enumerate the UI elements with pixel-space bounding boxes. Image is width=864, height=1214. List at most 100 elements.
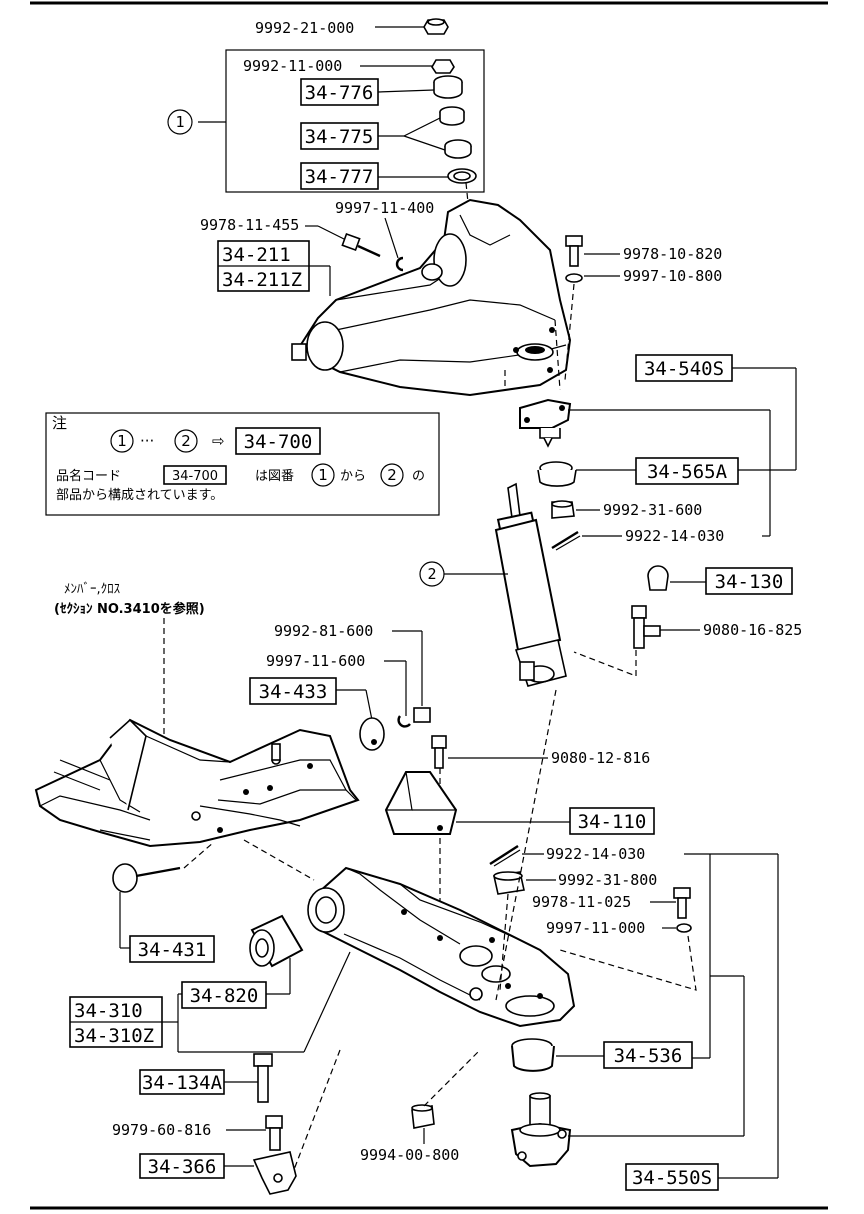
boot-536-part [511,1038,555,1072]
bolt-431-part [112,863,181,893]
label-nut-9994: 9994-00-800 [360,1146,459,1164]
note-line2-c2: 2 [387,466,397,484]
label-nut-top: 9992-21-000 [255,19,354,37]
note-assembly: 34-700 [244,431,313,453]
label-pin-030-b: 9922-14-030 [546,845,645,863]
kit-box [225,49,485,193]
label-nut-kit: 9992-11-000 [243,57,342,75]
nut-81-600-part [413,707,431,723]
lower-arm-part [307,866,576,1028]
note-dots: ··· [140,432,154,450]
bolt-825-part [631,605,661,649]
bushing-776-part [433,75,463,99]
label-bushing-775: 34-775 [305,126,374,148]
clip-400-part [395,256,404,272]
label-arm-upper-a: 34-211 [222,244,291,266]
box-stopper-110 [569,807,655,835]
label-clip-400: 9997-11-400 [335,199,434,217]
box-bolt-134 [139,1069,225,1095]
kit-callout: 1 [175,113,184,131]
label-bolt-9979: 9979-60-816 [112,1121,211,1139]
label-arm-lower-b: 34-310Z [74,1025,154,1047]
member-line1: ﾒﾝﾊﾞｰ,ｸﾛｽ [64,582,121,597]
cross-member-part [34,718,360,848]
kit-nut-part [431,59,455,74]
box-washer-777 [300,162,379,190]
label-nut-31-800: 9992-31-800 [558,871,657,889]
washer-11-000-part [676,923,692,933]
label-bolt-825: 9080-16-825 [703,621,802,639]
washer-800-part [565,273,583,283]
note-c2: 2 [181,432,191,450]
box-bolt-431 [129,935,215,963]
box-bushing-776 [300,78,379,106]
note-line2-c1: 1 [318,466,328,484]
note-box [45,412,440,516]
washer-11-600-part [397,715,411,728]
top-nut-part [423,18,449,35]
label-bolt-816: 9080-12-816 [551,749,650,767]
label-arm-upper-b: 34-211Z [222,269,302,291]
label-pin-030-a: 9922-14-030 [625,527,724,545]
label-ball-lower: 34-550S [632,1167,712,1189]
label-washer-777: 34-777 [305,166,374,188]
box-bumper-130 [705,567,793,595]
note-line2-a: 品名コード [56,468,121,484]
label-bolt-134: 34-134A [142,1072,223,1094]
member-line2: (ｾｸｼｮﾝ NO.3410を参照) [54,601,205,617]
box-bracket-366 [139,1153,225,1179]
label-bolt-820: 9978-10-820 [623,245,722,263]
label-boot-536: 34-536 [614,1045,683,1067]
bolt-820-part [565,235,583,267]
upper-arm-part [291,198,572,397]
bushing-820-part [249,914,304,968]
pin-030-a-part [551,530,581,551]
label-ball-upper: 34-540S [644,358,724,380]
label-washer-11-600: 9997-11-600 [266,652,365,670]
note-line2-c: から [340,469,366,484]
label-washer-800: 9997-10-800 [623,267,722,285]
box-bushing-820 [181,981,267,1009]
label-bushing-776: 34-776 [305,82,374,104]
note-line2-d: の [412,469,425,484]
label-boot-565: 34-565A [647,461,728,483]
label-stopper-110: 34-110 [578,811,647,833]
label-nut-31-600: 9992-31-600 [603,501,702,519]
ball-joint-upper-part [519,398,572,448]
label-arm-lower-a: 34-310 [74,1000,143,1022]
note-line2-code: 34-700 [172,469,218,484]
box-boot-536 [603,1041,693,1069]
kit-callout-circle [167,109,193,135]
bumper-130-part [647,565,669,591]
label-bolt-025: 9978-11-025 [532,893,631,911]
nut-31-800-part [493,871,525,895]
shock-callout: 2 [427,565,436,583]
boot-565-part [537,461,577,487]
note-line3: 部品から構成されています。 [56,488,223,503]
shock-absorber-part [494,482,567,687]
box-boot-565 [635,457,739,485]
note-title: 注 [52,414,67,432]
bolt-816-part [431,735,447,769]
pin-030-b-part [489,844,521,867]
note-arrow: ⇨ [212,432,225,450]
nut-31-600-part [551,500,575,519]
stopper-110-part [384,771,458,835]
note-line2-b: は図番 [255,469,294,484]
box-bushing-775 [300,122,379,150]
label-bushing-820: 34-820 [190,985,259,1007]
bolt-455-part [341,232,381,258]
washer-777-part [447,168,477,184]
bolt-9979-part [265,1115,283,1151]
label-nut-81-600: 9992-81-600 [274,622,373,640]
box-ball-lower [625,1163,719,1191]
bushing-775-lower-part [444,139,472,159]
bushing-775-upper-part [439,106,465,126]
label-bumper-130: 34-130 [715,571,784,593]
note-c1: 1 [117,432,127,450]
label-bolt-455: 9978-11-455 [200,216,299,234]
box-plate-433 [249,677,337,705]
label-bracket-366: 34-366 [148,1156,217,1178]
bracket-366-part [252,1151,297,1195]
